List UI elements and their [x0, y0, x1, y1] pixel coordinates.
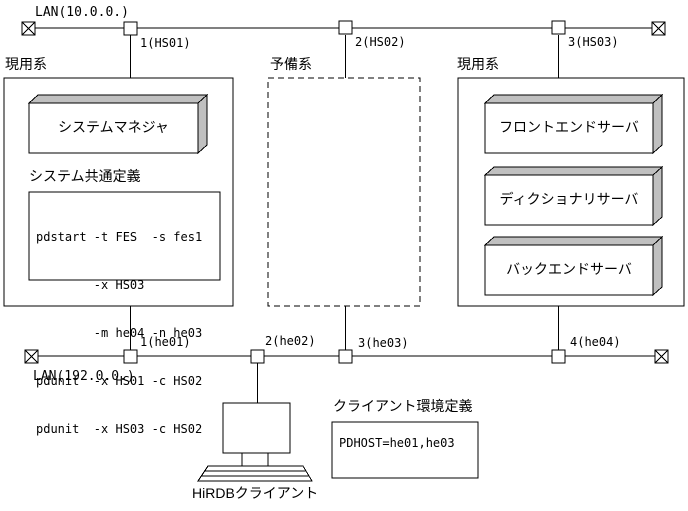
bottom-node-label-he02: 2(he02) [265, 334, 316, 348]
client-environment-definition-title: クライアント環境定義 [333, 398, 473, 414]
definition-line: pdunit -x HS03 -c HS02 [36, 422, 203, 436]
system-manager-3d-box [27, 93, 209, 155]
top-node-3-hs03 [551, 20, 566, 35]
top-lan-terminator-right [651, 21, 666, 36]
standby-system-box [267, 77, 421, 307]
bottom-node-label-he04: 4(he04) [570, 335, 621, 349]
top-lan-terminator-left [21, 21, 36, 36]
back-end-server-3d-box [483, 235, 664, 297]
top-node-1-hs01 [123, 21, 138, 36]
bottom-node-2-he02 [250, 349, 265, 364]
system-common-definition-box [28, 191, 221, 281]
hirdb-client-label: HiRDBクライアント [192, 485, 319, 501]
definition-line: -x HS03 [36, 278, 145, 292]
front-end-server-3d-box [483, 93, 664, 155]
top-node-label-hs01: 1(HS01) [140, 36, 191, 50]
dictionary-server-3d-box [483, 165, 664, 227]
front-end-server-label: フロントエンドサーバ [499, 119, 639, 136]
definition-line: pdstart -t FES -s fes1 [36, 230, 203, 244]
back-end-server-label: バックエンドサーバ [506, 261, 632, 278]
definition-line: pdunit -x HS01 -c HS02 [36, 374, 203, 388]
active-system-right-title: 現用系 [457, 56, 499, 72]
bottom-node-1-he01 [123, 349, 138, 364]
dictionary-server-label: ディクショナリサーバ [499, 191, 639, 208]
bottom-node-label-he01: 1(he01) [140, 335, 191, 349]
computer-monitor [222, 402, 291, 454]
bottom-node-label-he03: 3(he03) [358, 336, 409, 350]
client-environment-definition-text: PDHOST=he01,he03 [339, 436, 455, 450]
system-manager-label: システムマネジャ [58, 119, 169, 136]
bottom-node-4-he04 [551, 349, 566, 364]
definition-line: -m he04 -n he03 [36, 326, 203, 340]
bottom-lan-label: LAN(192.0.0.) [33, 369, 135, 384]
bottom-lan-terminator-right [654, 349, 669, 364]
standby-system-title: 予備系 [270, 56, 312, 72]
client-environment-definition-box [331, 421, 479, 479]
bottom-node-3-he03 [338, 349, 353, 364]
top-node-2-hs02 [338, 20, 353, 35]
top-node-label-hs02: 2(HS02) [355, 35, 406, 49]
bottom-lan-terminator-left [24, 349, 39, 364]
system-common-definition-title: システム共通定義 [29, 168, 141, 184]
top-node-label-hs03: 3(HS03) [568, 35, 619, 49]
system-common-definition-code: pdstart -t FES -s fes1 -x HS03 -m he04 -… [36, 197, 202, 469]
active-system-left-title: 現用系 [5, 56, 47, 72]
computer-icon [197, 402, 313, 482]
top-lan-label: LAN(10.0.0.) [35, 5, 129, 20]
